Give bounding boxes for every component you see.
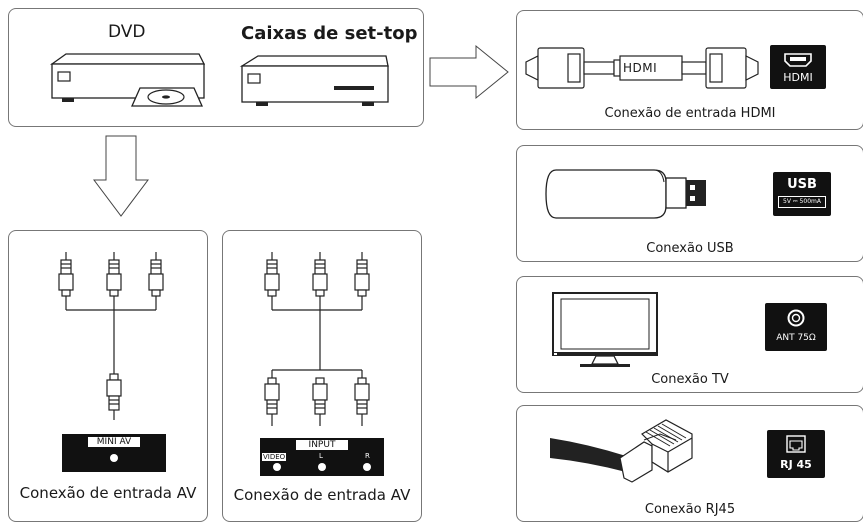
tv-illustration xyxy=(552,292,658,367)
mini-av-caption: Conexão de entrada AV xyxy=(19,484,197,502)
mini-av-cable-illustration xyxy=(58,252,164,420)
usb-stick-illustration xyxy=(545,169,706,219)
antenna-port-label: ANT 75Ω xyxy=(776,333,816,343)
arrow-down-icon xyxy=(93,135,149,217)
mini-av-port: MINI AV xyxy=(62,434,166,472)
hdmi-port-icon xyxy=(784,53,812,67)
input-av-l-label: L xyxy=(319,452,323,460)
usb-caption: Conexão USB xyxy=(646,241,734,256)
usb-port: USB 5V ⎓ 500mA xyxy=(773,172,831,216)
rj45-caption: Conexão RJ45 xyxy=(644,502,736,517)
rca-plug-2 xyxy=(106,252,122,297)
rj45-cable-illustration xyxy=(550,419,693,483)
arrow-right-icon xyxy=(429,44,509,100)
input-av-panel-title: INPUT xyxy=(296,440,348,450)
settop-label: Caixas de set-top xyxy=(241,23,418,44)
dvd-label: DVD xyxy=(108,22,146,42)
input-av-cable-illustration xyxy=(264,252,370,426)
input-av-video-label: VIDEO xyxy=(262,453,287,461)
input-av-r-label: R xyxy=(365,452,370,460)
hdmi-cable-label: HDMI xyxy=(623,61,658,75)
input-av-caption: Conexão de entrada AV xyxy=(233,486,411,504)
input-av-port: INPUT VIDEO L R xyxy=(260,438,384,476)
hdmi-port: HDMI xyxy=(770,45,826,89)
usb-port-rating: 5V ⎓ 500mA xyxy=(778,196,826,208)
antenna-port: ANT 75Ω xyxy=(765,303,827,351)
hdmi-caption: Conexão de entrada HDMI xyxy=(604,106,776,121)
mini-av-panel-label: MINI AV xyxy=(88,437,140,447)
rca-plug-1 xyxy=(58,252,74,310)
dvd-player-illustration xyxy=(49,53,206,107)
usb-port-title: USB xyxy=(787,177,817,192)
hdmi-cable-illustration xyxy=(525,47,759,89)
mini-av-plug xyxy=(106,373,122,420)
rj45-port: RJ 45 xyxy=(767,430,825,478)
settop-box-illustration xyxy=(239,55,389,106)
input-av-jacks-icon xyxy=(273,463,371,471)
rca-plug-3 xyxy=(148,252,164,310)
hdmi-port-label: HDMI xyxy=(783,71,813,84)
mini-av-jack-icon xyxy=(110,454,118,462)
rj45-port-label: RJ 45 xyxy=(780,458,812,471)
tv-caption: Conexão TV xyxy=(651,372,729,387)
coax-jack-icon xyxy=(787,309,805,327)
ethernet-jack-icon xyxy=(786,435,806,453)
